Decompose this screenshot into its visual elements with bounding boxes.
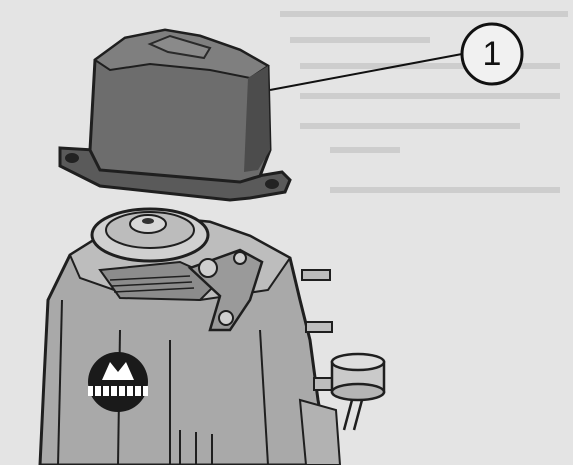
logo-badge xyxy=(88,352,148,412)
cover-bolt-hole-right xyxy=(265,179,279,189)
gear-teeth xyxy=(109,275,195,293)
cover-ridge xyxy=(147,34,212,60)
callout-number-1: 1 xyxy=(482,34,502,73)
linkage-bolt-a xyxy=(198,258,218,278)
housing-part xyxy=(38,207,386,465)
callout-1 xyxy=(269,22,524,91)
cover-bolt-hole-left xyxy=(65,153,79,163)
linkage-bolt-c xyxy=(218,310,234,326)
housing-bracket xyxy=(298,398,342,465)
linkage-bolt-b xyxy=(233,251,247,265)
pulley-center xyxy=(142,218,154,224)
callout-leader-line xyxy=(269,53,463,91)
cover-side-shade xyxy=(244,66,270,172)
callout-circle xyxy=(460,22,524,86)
housing-studs xyxy=(301,269,333,391)
cover-part xyxy=(58,28,292,202)
background-text-lines xyxy=(280,11,568,193)
sensor-cylinder xyxy=(330,352,386,431)
